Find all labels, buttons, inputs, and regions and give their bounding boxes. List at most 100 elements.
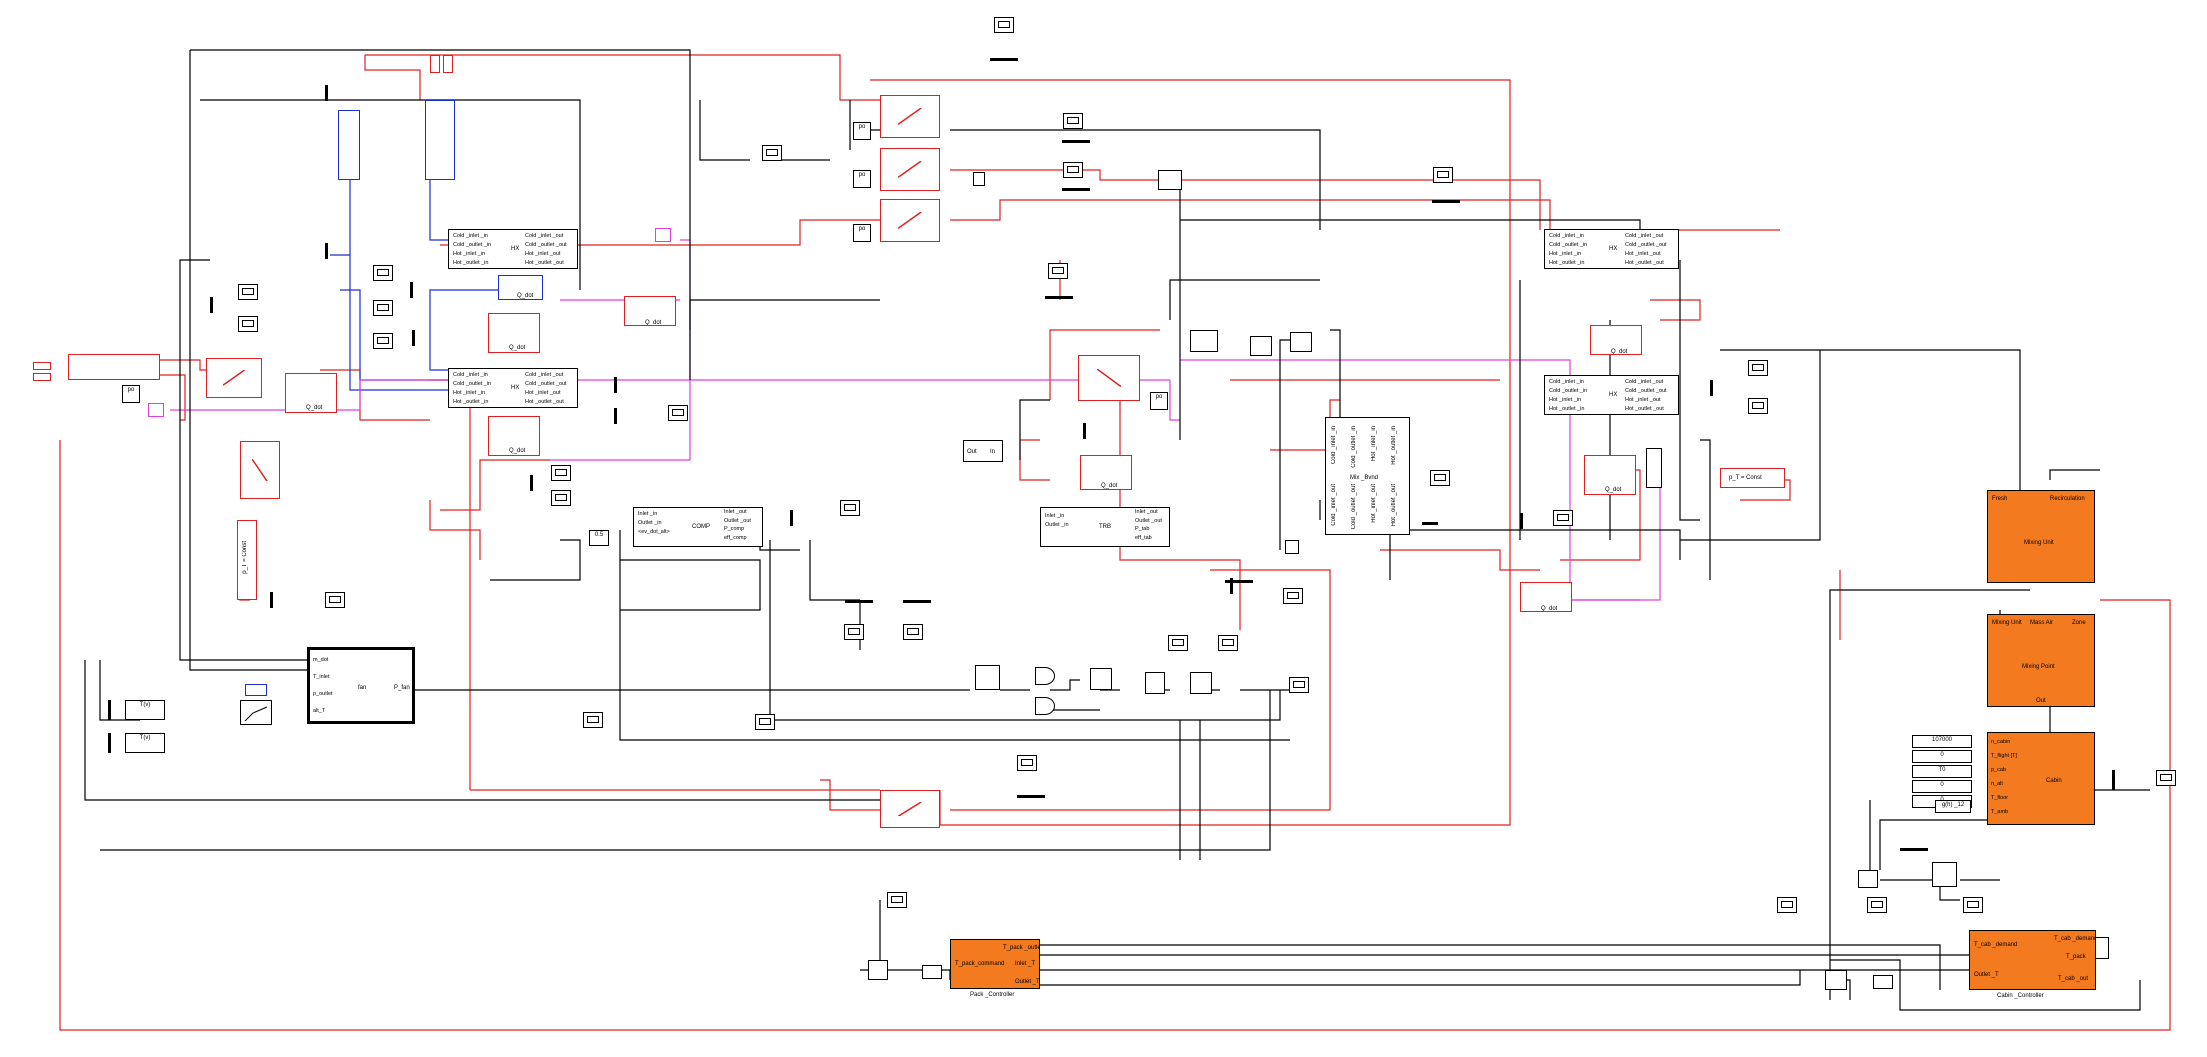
scope-27[interactable] [583,712,603,728]
control-inport-1[interactable] [655,228,671,242]
scope-31[interactable] [1777,897,1797,913]
heat-flow-block-8[interactable]: Q_dot [1520,582,1572,612]
thermal-switch-7[interactable] [880,790,940,828]
scope-28[interactable] [755,714,775,730]
scope-30[interactable] [887,892,907,908]
const-pack[interactable] [922,965,942,979]
p-t-const-block-2[interactable]: p_T = Const [1720,468,1785,488]
thermal-switch-1[interactable] [880,95,940,138]
gain-const[interactable]: 0.5 [589,530,609,546]
po-const-2[interactable]: po [853,122,871,140]
scope-23[interactable] [903,624,923,640]
scope-5[interactable] [1433,167,1453,183]
cabin-controller-subsystem[interactable]: T_cab _demand T_cab _demand T_pack Outle… [1969,930,2096,990]
cabin-subsystem[interactable]: n_cabin T_flight [T] p_cab n_alt T_floor… [1987,732,2095,825]
scope-16[interactable] [840,500,860,516]
heat-flow-block-2[interactable]: Q_dot [488,313,540,353]
scope-7[interactable] [238,316,258,332]
mix-bend-block[interactable]: Cold _inlet _in Cold _outlet _in Hot _in… [1325,417,1410,535]
display-block-2[interactable] [973,172,985,186]
heat-flow-block-3[interactable]: Q_dot [488,416,540,456]
scope-26[interactable] [1289,677,1309,693]
heat-flow-block-6[interactable]: Q_dot [1590,325,1642,355]
const-cabin[interactable] [1873,975,1893,989]
red-block-left[interactable] [68,354,160,380]
p-t-const-block-1[interactable]: p_T = Const [237,520,257,600]
scope-19[interactable] [1430,470,1450,486]
sum-block-cabin[interactable] [1825,970,1847,990]
heat-exchanger-2[interactable]: Cold _inlet _in Cold _outlet _in Hot _in… [448,368,578,408]
scope-22[interactable] [844,624,864,640]
purple-inport[interactable] [245,684,267,696]
scope-29[interactable] [1017,755,1037,771]
red-inport-4[interactable] [443,55,453,73]
scope-14[interactable] [551,465,571,481]
mux-block-4[interactable] [1290,332,1312,352]
sum-block-2[interactable] [1145,672,1165,694]
cabin-const-3[interactable]: T0 [1912,765,1972,778]
fan-subsystem[interactable]: m_dot T_inlet p_outlet alt_T fan P_fan [307,647,415,724]
scope-34[interactable] [2156,770,2176,786]
display-block-3[interactable] [2095,937,2109,959]
scope-20[interactable] [1553,510,1573,526]
scope-4[interactable] [1063,162,1083,178]
red-inport-1[interactable] [33,362,51,370]
mux-block-3[interactable] [1250,336,1272,356]
scope-21[interactable] [1283,588,1303,604]
mux-block-5[interactable] [1158,170,1182,190]
scope-32[interactable] [1867,897,1887,913]
thermal-switch-4[interactable] [206,358,262,398]
gain-cabin[interactable] [1858,870,1878,888]
mux-block-2[interactable] [1190,330,1218,352]
scope-1[interactable] [994,17,1014,33]
scope-25[interactable] [1218,635,1238,651]
transfer-fcn-2[interactable]: T(v) [125,733,165,753]
scope-33[interactable] [1963,897,1983,913]
po-const-4[interactable]: po [853,224,871,242]
thermal-switch-2[interactable] [880,148,940,191]
scope-6[interactable] [238,284,258,300]
flow-gain-block-1[interactable] [338,110,360,180]
display-block-1[interactable] [1285,540,1299,554]
sum-block-1[interactable] [975,665,1000,690]
gain-tri-1[interactable] [1035,667,1055,685]
scope-13[interactable] [668,405,688,421]
scope-18[interactable] [1748,398,1768,414]
cabin-const-4[interactable]: 0 [1912,780,1972,793]
sum-block-pack[interactable] [868,960,888,980]
transfer-fcn-1[interactable]: T(v) [125,700,165,720]
integrator-1[interactable] [1090,668,1112,690]
heat-flow-block-7[interactable]: Q_dot [1584,455,1636,495]
red-inport-3[interactable] [430,55,440,73]
heat-flow-block-1[interactable]: Q_dot [285,373,337,413]
cabin-const-2[interactable]: 0 [1912,750,1972,763]
mixing-point-subsystem[interactable]: Mixing Unit Mass Air Zone Mixing Point O… [1987,614,2095,707]
heat-exchanger-1[interactable]: Cold _inlet _in Cold _outlet _in Hot _in… [448,229,578,269]
po-const-1[interactable]: po [122,385,140,403]
scope-8[interactable] [373,265,393,281]
scope-2[interactable] [762,145,782,161]
heat-flow-block-4[interactable]: Q_dot [624,296,676,326]
heat-exchanger-3[interactable]: Cold _inlet _in Cold _outlet _in Hot _in… [1544,229,1679,269]
turbine-block[interactable]: Inlet _in Outlet _in TRB Inlet _out Outl… [1040,507,1170,547]
thermal-switch-6[interactable] [1078,355,1140,401]
scope-15[interactable] [551,490,571,506]
sum-cabin-2[interactable] [1932,862,1957,887]
flow-q-block[interactable]: Q_dot [498,275,543,300]
flow-gain-block-2[interactable] [425,100,455,180]
control-inport-2[interactable] [148,403,164,417]
po-const-5[interactable]: po [1150,392,1168,410]
scope-11[interactable] [1048,263,1068,279]
red-inport-2[interactable] [33,373,51,381]
thermal-switch-3[interactable] [880,199,940,242]
compressor-block[interactable]: Inlet _in Outlet _in <ev_dot_alt> COMP I… [633,507,763,547]
scope-17[interactable] [1748,360,1768,376]
scope-24[interactable] [1168,635,1188,651]
lookup-table[interactable] [240,700,272,725]
integrator-2[interactable] [1190,672,1212,694]
scope-9[interactable] [373,300,393,316]
pack-controller-subsystem[interactable]: T_pack _outlet T_pack_command Inlet _T O… [950,939,1040,989]
cabin-const-1[interactable]: 107000 [1912,735,1972,748]
heat-exchanger-4[interactable]: Cold _inlet _in Cold _outlet _in Hot _in… [1544,375,1679,415]
